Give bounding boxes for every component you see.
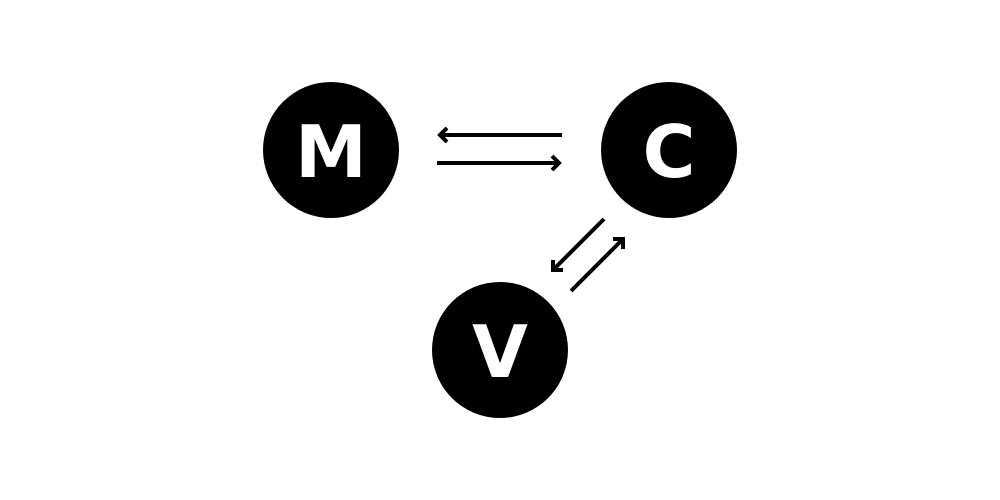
arrow-controller-to-view [551,217,606,272]
node-model: M [263,82,399,218]
node-controller-label: C [643,110,696,194]
node-model-circle [263,82,399,218]
arrowhead-right-icon [550,154,562,172]
node-controller: C [601,82,737,218]
arrowhead-down-left-icon [551,260,563,272]
node-view-circle [432,282,568,418]
arrow-controller-to-view-shaft [551,217,606,272]
node-view: V [432,282,568,418]
arrow-controller-to-model [437,126,562,144]
arrow-view-to-controller-shaft [569,237,625,293]
arrowhead-left-icon [437,126,449,144]
arrowhead-up-right-icon [613,237,625,249]
node-view-label: V [472,310,528,394]
arrow-view-to-controller [569,237,625,293]
node-model-label: M [295,110,367,194]
arrow-model-to-controller [437,154,562,172]
node-controller-circle [601,82,737,218]
